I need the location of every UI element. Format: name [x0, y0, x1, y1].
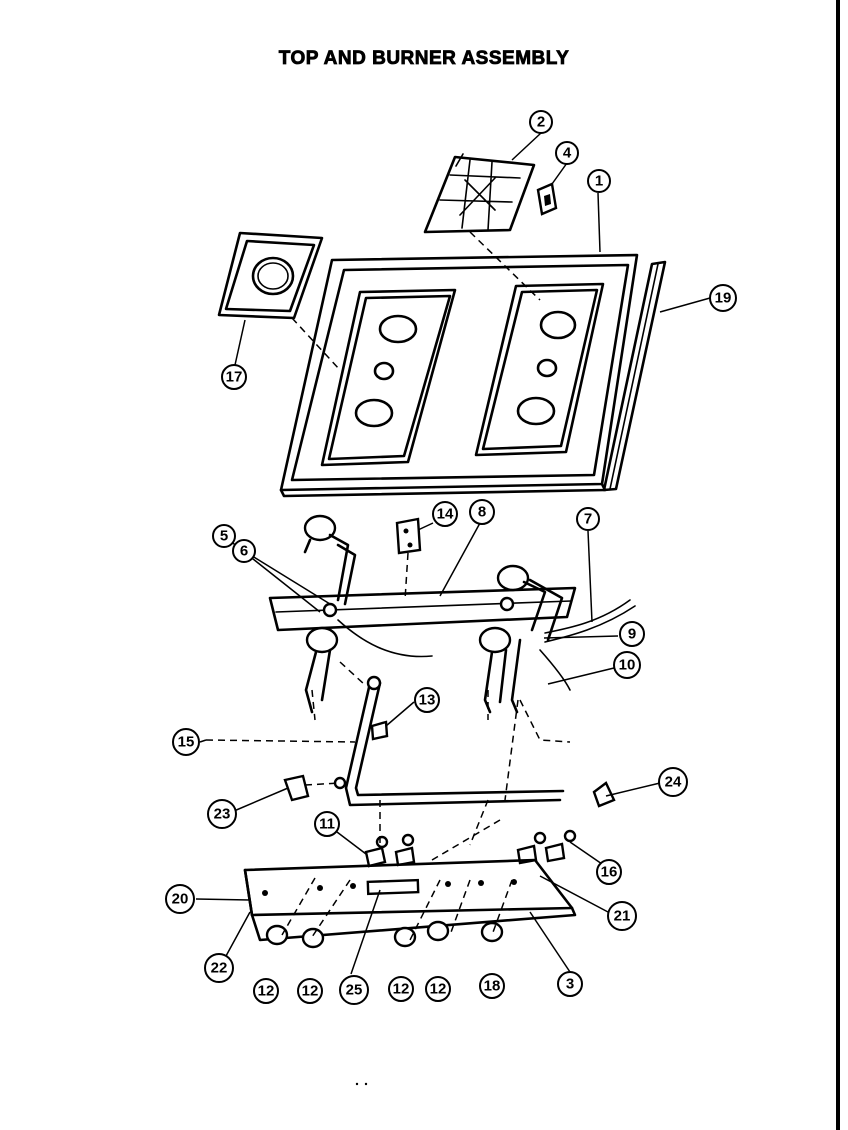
- burner-grate: [423, 153, 536, 234]
- svg-text:14: 14: [437, 506, 454, 523]
- frame-border: [836, 0, 840, 1130]
- callout-23: 23: [207, 799, 237, 829]
- right-mounting-clip: [592, 781, 616, 808]
- svg-text:12: 12: [258, 983, 275, 1000]
- callout-1: 1: [587, 169, 611, 193]
- burner-cover-plate: [217, 231, 324, 320]
- leader-lines: [195, 132, 711, 975]
- callout-7: 7: [576, 507, 600, 531]
- callout-6: 6: [232, 539, 256, 563]
- left-mounting-clip: [283, 774, 310, 802]
- callout-12-b: 12: [297, 978, 323, 1004]
- svg-text:12: 12: [302, 983, 319, 1000]
- callout-12-c: 12: [388, 976, 414, 1002]
- callout-8: 8: [469, 499, 495, 525]
- callout-21: 21: [607, 901, 637, 931]
- alignment-lines: [205, 231, 571, 941]
- callout-15: 15: [172, 728, 200, 756]
- side-trim-strip: [602, 260, 667, 492]
- burner-assembly: [268, 514, 636, 714]
- small-clip-part: [536, 182, 558, 216]
- svg-text:11: 11: [319, 816, 335, 833]
- bracket-part: [370, 720, 389, 741]
- svg-text:4: 4: [563, 145, 572, 162]
- svg-text:21: 21: [614, 908, 631, 925]
- svg-text:10: 10: [619, 657, 636, 674]
- callout-24: 24: [658, 767, 688, 797]
- callout-12-d: 12: [425, 976, 451, 1002]
- svg-text:3: 3: [566, 976, 574, 993]
- callout-11: 11: [314, 811, 340, 837]
- svg-text:24: 24: [665, 774, 682, 791]
- svg-text:23: 23: [214, 806, 231, 823]
- callout-2: 2: [529, 110, 553, 134]
- cooktop: [279, 253, 639, 498]
- callout-18: 18: [479, 973, 505, 999]
- svg-text:9: 9: [628, 626, 636, 643]
- svg-text:17: 17: [226, 369, 243, 386]
- svg-text:6: 6: [240, 543, 248, 560]
- callout-22: 22: [204, 953, 234, 983]
- callout-10: 10: [613, 651, 641, 679]
- svg-text:13: 13: [419, 692, 436, 709]
- svg-text:2: 2: [537, 114, 545, 131]
- igniter-module: [395, 517, 422, 555]
- callout-9: 9: [619, 621, 645, 647]
- callout-20: 20: [165, 884, 195, 914]
- svg-text:15: 15: [178, 734, 195, 751]
- callout-14: 14: [432, 501, 458, 527]
- gas-manifold-tube: [333, 675, 565, 807]
- callout-16: 16: [596, 859, 622, 885]
- svg-text:7: 7: [584, 511, 592, 528]
- callout-19: 19: [709, 284, 737, 312]
- svg-text:16: 16: [601, 864, 618, 881]
- diagram-title: TOP AND BURNER ASSEMBLY: [278, 48, 570, 70]
- svg-text:20: 20: [172, 891, 189, 908]
- svg-text:18: 18: [484, 978, 501, 995]
- callout-3: 3: [557, 971, 583, 997]
- svg-text:22: 22: [211, 960, 228, 977]
- svg-text:8: 8: [478, 504, 486, 521]
- svg-text:5: 5: [220, 528, 228, 545]
- callout-5: 5: [212, 524, 236, 548]
- callout-25: 25: [339, 975, 369, 1005]
- callout-4: 4: [555, 141, 579, 165]
- control-knobs: [265, 920, 504, 949]
- svg-text:12: 12: [393, 981, 410, 998]
- burner-valves: [364, 829, 577, 868]
- svg-text:1: 1: [595, 173, 603, 190]
- callout-12-a: 12: [253, 978, 279, 1004]
- callout-13: 13: [414, 687, 440, 713]
- svg-text:12: 12: [430, 981, 447, 998]
- scan-specks: [355, 1082, 368, 1086]
- svg-text:19: 19: [715, 290, 732, 307]
- svg-text:25: 25: [346, 982, 363, 999]
- callout-17: 17: [221, 364, 247, 390]
